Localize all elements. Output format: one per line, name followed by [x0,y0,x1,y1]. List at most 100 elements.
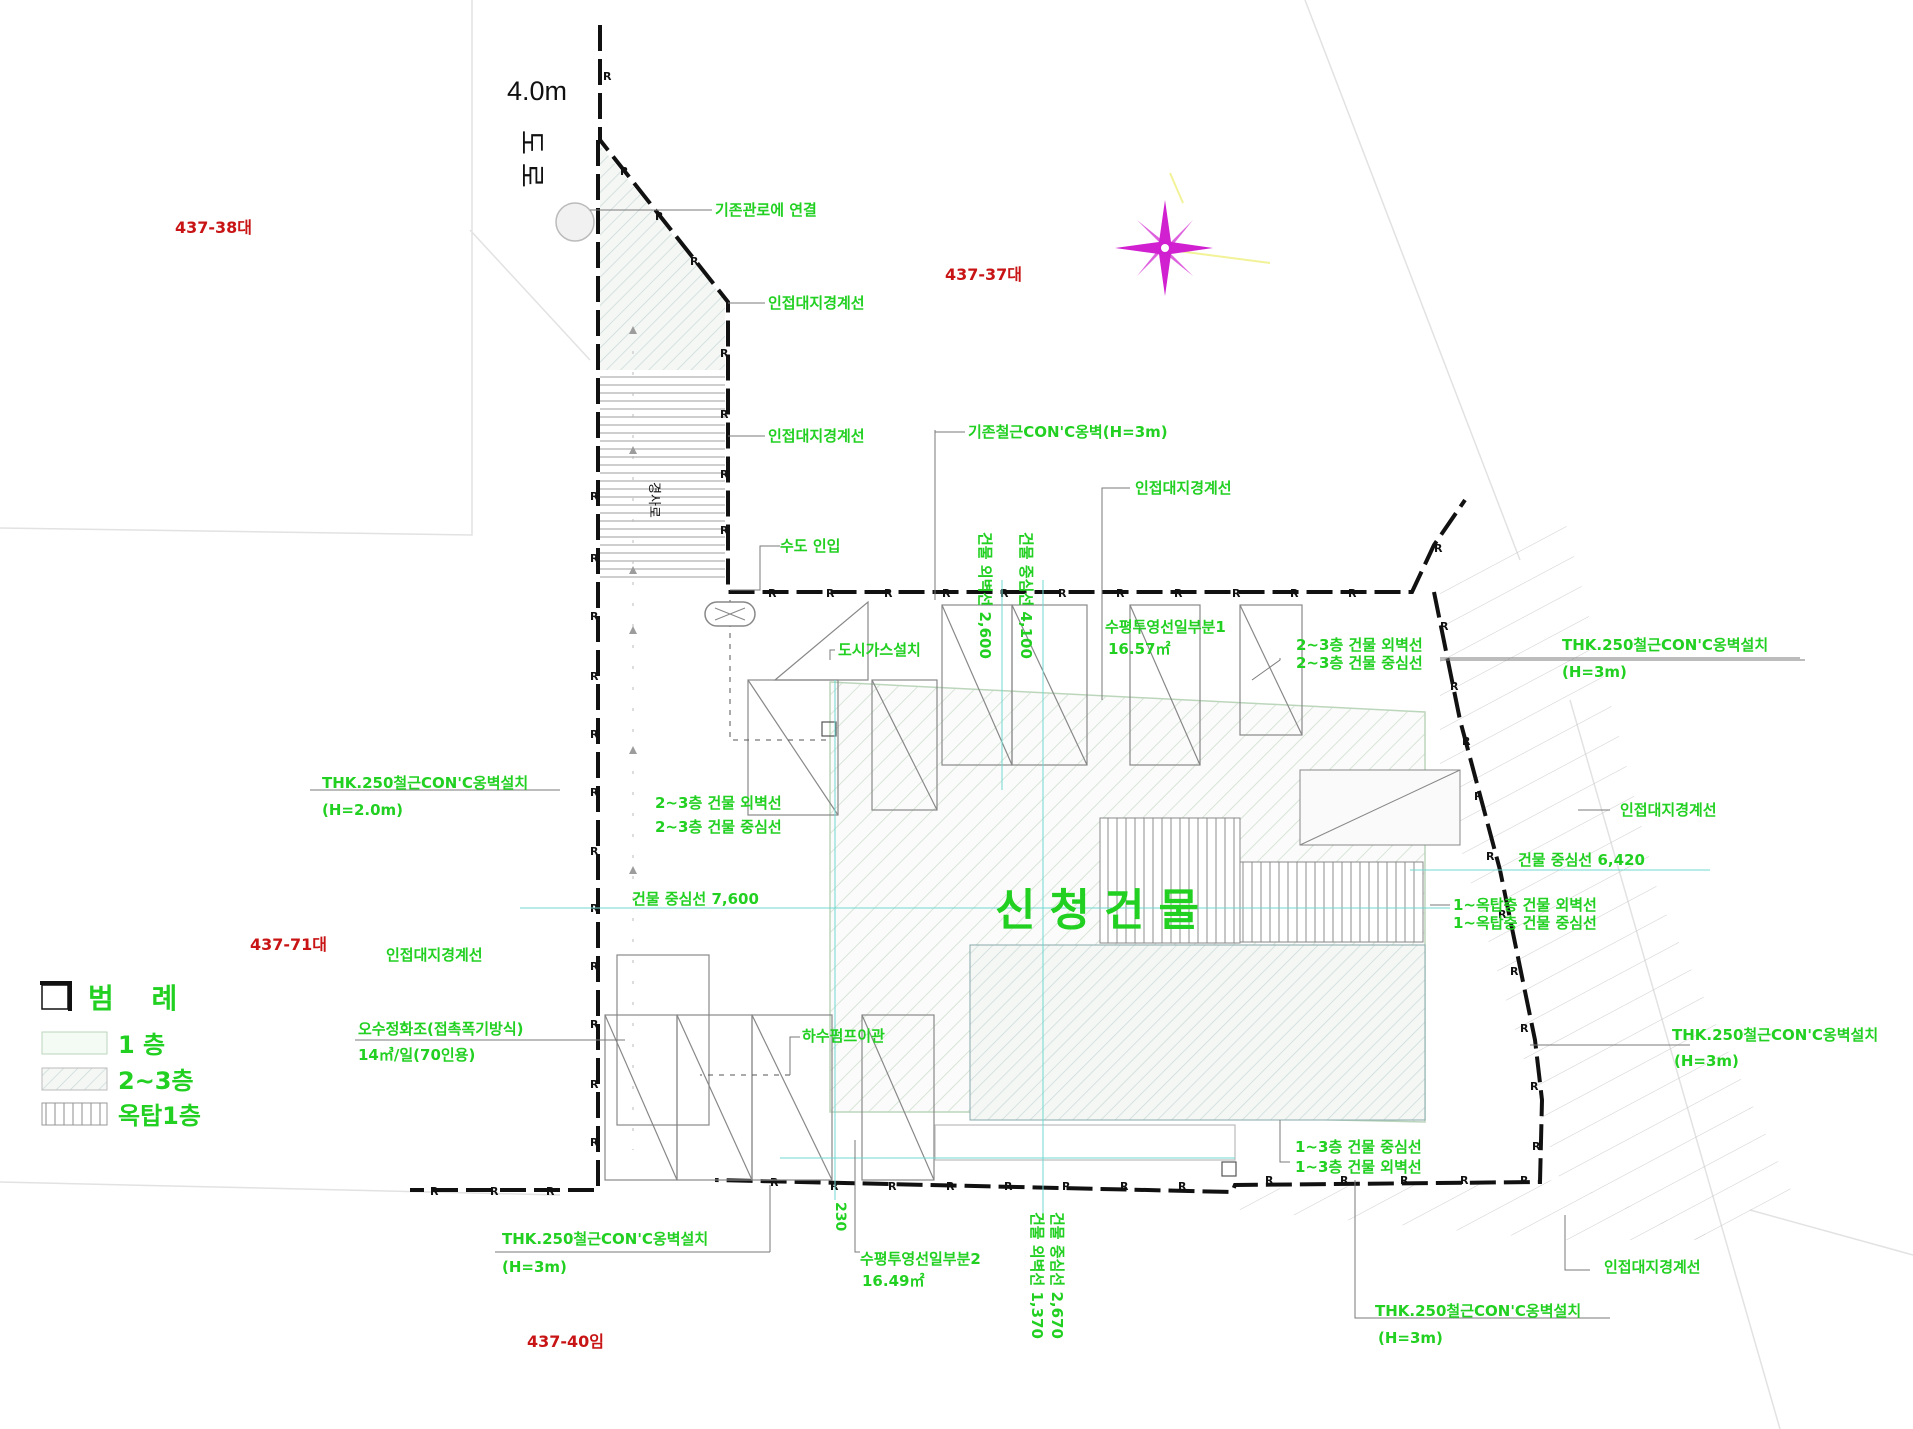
building-title: 신청건물 [995,885,1213,936]
svg-text:R: R [1530,1080,1539,1093]
svg-text:R: R [1232,587,1241,600]
label-adjacent-boundary-se: 인접대지경계선 [1604,1258,1701,1276]
svg-text:R: R [770,1176,779,1189]
label-horizontal-projection-1: 수평투영선일부분1 [1105,618,1226,636]
legend-swatch-23f [41,1067,108,1091]
label-s-13f-outer: 1~3층 건물 외벽선 [1295,1158,1422,1176]
east-embankment-hatching [1230,500,1800,1250]
svg-text:R: R [1462,735,1471,748]
svg-text:R: R [1486,850,1495,863]
site-boundary-line [410,25,1545,1195]
svg-text:R: R [946,1180,955,1193]
road-name-label: 도로 [516,130,546,196]
label-vertical-center-2670: 건물 중심선 2,670 [1048,1212,1066,1339]
label-vertical-center-4100: 건물 중심선 4,100 [1017,532,1035,659]
svg-text:R: R [1474,790,1483,803]
svg-text:R: R [590,552,599,565]
label-thk-wall-se-height: (H=3m) [1378,1329,1443,1347]
label-ne-23f-center: 2~3층 건물 중심선 [1296,654,1423,672]
svg-text:R: R [1434,542,1443,555]
label-w-23f-outer: 2~3층 건물 외벽선 [655,794,782,812]
label-adjacent-boundary-1: 인접대지경계선 [768,294,865,312]
dimension-lines [520,580,1710,1220]
svg-text:R: R [884,587,893,600]
svg-text:R: R [1004,1180,1013,1193]
legend-corner-icon [40,981,72,1011]
lot-number-nw: 437-38대 [175,218,252,237]
label-thk-wall-e2-height: (H=3m) [1674,1052,1739,1070]
label-adjacent-boundary-e: 인접대지경계선 [1620,801,1717,819]
svg-text:R: R [1348,587,1357,600]
utility-lines [700,600,828,1076]
svg-text:R: R [655,210,664,223]
legend: 범 례 1 층 2~3층 옥탑1층 [40,981,201,1130]
svg-text:R: R [546,1185,555,1198]
label-center-6420: 건물 중심선 6,420 [1518,851,1645,869]
label-connect-sewer: 기존관로에 연결 [715,201,817,219]
label-thk-wall-se: THK.250철근CON'C옹벽설치 [1375,1302,1581,1320]
ancillary-structures [604,600,1303,1181]
label-ne-23f-outer: 2~3층 건물 외벽선 [1296,636,1423,654]
annotations: 기존관로에 연결 인접대지경계선 인접대지경계선 기존철근CON'C옹벽(H=3… [322,201,1878,1347]
legend-title: 범 례 [88,982,191,1015]
legend-swatch-1f [41,1031,108,1055]
svg-text:R: R [1120,1180,1129,1193]
svg-text:R: R [1520,1174,1529,1187]
r-marker: R [603,70,612,83]
svg-text:R: R [1340,1174,1349,1187]
svg-text:R: R [1460,1174,1469,1187]
label-e-1-rooftop-outer: 1~옥탑층 건물 외벽선 [1453,896,1597,914]
svg-text:R: R [720,408,729,421]
ramp-arrows [629,326,637,874]
legend-swatch-rooftop [41,1102,108,1126]
label-horizontal-projection-1-area: 16.57㎡ [1108,640,1170,658]
label-thk-wall-w: THK.250철근CON'C옹벽설치 [322,774,528,792]
svg-text:R: R [826,587,835,600]
svg-text:R: R [590,786,599,799]
svg-text:R: R [1520,1022,1529,1035]
svg-text:R: R [1116,587,1125,600]
label-center-7600: 건물 중심선 7,600 [632,890,759,908]
north-compass-star-icon [1115,172,1271,296]
svg-text:R: R [1510,965,1519,978]
svg-text:R: R [1174,587,1183,600]
svg-text:R: R [430,1185,439,1198]
legend-label-rooftop: 옥탑1층 [118,1102,201,1130]
svg-text:R: R [1000,587,1009,600]
svg-text:R: R [720,347,729,360]
svg-text:R: R [1058,587,1067,600]
svg-text:R: R [888,1180,897,1193]
svg-text:R: R [1440,620,1449,633]
label-adjacent-boundary-2: 인접대지경계선 [768,427,865,445]
manhole-icon [555,202,756,627]
road-width-label: 4.0m [507,76,567,106]
label-water-inlet: 수도 인입 [780,537,840,555]
svg-text:R: R [1400,1174,1409,1187]
label-city-gas: 도시가스설치 [838,641,921,659]
legend-label-23f: 2~3층 [118,1067,194,1095]
label-horizontal-projection-2: 수평투영선일부분2 [860,1250,981,1268]
label-thk-wall-e1-height: (H=3m) [1562,663,1627,681]
label-adjacent-boundary-3: 인접대지경계선 [1135,479,1232,497]
svg-text:R: R [690,255,699,268]
svg-text:R: R [1450,680,1459,693]
svg-text:R: R [942,587,951,600]
svg-text:R: R [1265,1174,1274,1187]
label-horizontal-projection-2-area: 16.49㎡ [862,1272,924,1290]
lot-number-s: 437-40임 [527,1332,604,1351]
svg-text:R: R [590,1078,599,1091]
svg-text:R: R [590,490,599,503]
label-vertical-outer-1370: 건물 외벽선 1,370 [1028,1212,1046,1339]
label-septic-capacity: 14㎥/일(70인용) [358,1046,475,1064]
lot-number-ne: 437-37대 [945,265,1022,284]
label-e-1-rooftop-center: 1~옥탑층 건물 중심선 [1453,914,1597,932]
label-s-13f-center: 1~3층 건물 중심선 [1295,1138,1422,1156]
svg-text:R: R [1178,1180,1187,1193]
label-thk-wall-w-height: (H=2.0m) [322,801,403,819]
svg-text:R: R [1498,908,1507,921]
label-w-23f-center: 2~3층 건물 중심선 [655,818,782,836]
label-thk-wall-s: THK.250철근CON'C옹벽설치 [502,1230,708,1248]
svg-text:R: R [490,1185,499,1198]
label-sewage-pump: 하수펌프이관 [802,1027,885,1045]
lot-number-w: 437-71대 [250,935,327,954]
